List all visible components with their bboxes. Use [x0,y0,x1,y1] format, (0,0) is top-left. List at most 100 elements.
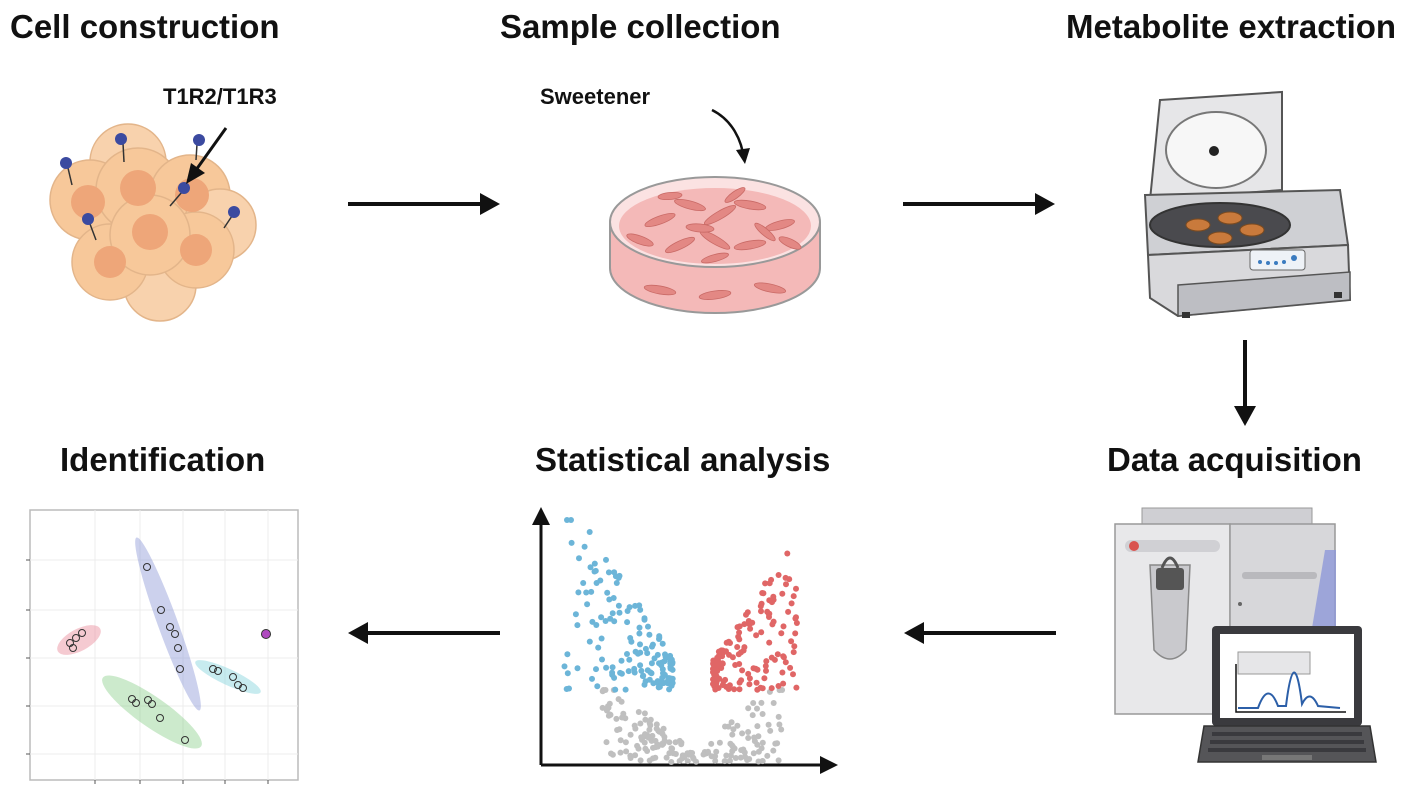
volcano-point [780,623,787,630]
volcano-point [654,651,661,658]
volcano-point [765,721,772,728]
volcano-point [745,705,752,712]
volcano-point [615,574,622,581]
volcano-point [728,742,735,749]
volcano-point [729,731,736,738]
volcano-point [742,753,749,760]
volcano-point [649,643,655,650]
volcano-point [741,621,748,628]
volcano-point [594,683,601,690]
volcano-point [783,581,789,588]
volcano-point [785,608,792,615]
volcano-point [713,748,720,755]
volcano-point [746,675,753,682]
volcano-point [625,668,632,675]
volcano-point [653,725,660,732]
volcano-point [786,576,793,583]
volcano-point [780,680,787,687]
volcano-point [759,590,766,596]
volcano-point [658,679,664,686]
volcano-point [572,611,579,618]
volcano-point [669,680,676,686]
volcano-point [779,669,786,676]
volcano-point [617,737,624,744]
volcano-point [586,529,593,535]
volcano-point [784,550,791,557]
volcano-point [763,667,769,674]
volcano-point [613,580,620,586]
volcano-point [624,651,630,657]
volcano-point [628,638,635,645]
flow-arrow-1 [348,193,500,215]
volcano-point [647,722,654,729]
volcano-point [595,644,602,651]
volcano-point [765,611,772,617]
volcano-point [624,619,631,626]
laptop-illustration [1197,626,1377,763]
volcano-point [766,639,773,646]
volcano-point [642,645,649,652]
volcano-point [654,743,661,750]
volcano-point [612,686,619,693]
volcano-point [745,729,752,735]
volcano-point [575,589,582,596]
volcano-point [776,721,783,728]
volcano-point [721,758,728,765]
cell-cluster-illustration [49,123,257,322]
volcano-point [775,713,782,720]
volcano-point [615,602,622,609]
volcano-point [753,679,760,686]
volcano-point [609,671,616,678]
volcano-point [775,757,782,764]
volcano-point [723,752,730,759]
volcano-point [632,602,639,609]
volcano-point [618,698,625,705]
volcano-point [574,665,581,672]
volcano-point [647,716,654,723]
volcano-point [576,555,582,562]
volcano-point [761,675,768,682]
volcano-point [626,656,633,663]
volcano-point [774,740,781,747]
volcano-point [650,744,656,751]
volcano-point [716,648,723,655]
volcano-point [753,632,760,639]
volcano-point [637,757,644,764]
volcano-point [663,754,670,761]
volcano-point [710,661,717,667]
volcano-point [793,684,800,691]
volcano-point [609,751,616,758]
volcano-point [749,619,756,626]
volcano-point [635,650,641,657]
volcano-point [793,585,799,592]
volcano-point [656,633,663,640]
volcano-point [583,589,590,596]
volcano-point [759,758,766,764]
volcano-point [788,638,795,645]
volcano-point [715,685,722,691]
volcano-point [770,747,777,754]
volcano-point [766,580,773,587]
volcano-point [638,667,645,674]
volcano-point [769,599,775,606]
volcano-point [616,609,623,616]
volcano-point [603,707,610,714]
volcano-point [561,663,568,670]
volcano-point [743,611,749,618]
flow-arrow-3 [1234,340,1256,426]
step-title-statistical-analysis: Statistical analysis [535,441,831,478]
flow-arrow-2 [903,193,1055,215]
volcano-point [603,556,609,563]
petri-dish-illustration [609,108,821,314]
volcano-plot-illustration [532,507,838,774]
volcano-point [622,686,629,693]
flow-arrow-5 [348,622,500,644]
volcano-point [758,699,765,706]
volcano-point [640,672,647,679]
volcano-point [764,752,771,759]
volcano-point [714,654,721,661]
volcano-point [736,686,743,693]
volcano-point [642,731,648,738]
volcano-point [642,716,649,723]
